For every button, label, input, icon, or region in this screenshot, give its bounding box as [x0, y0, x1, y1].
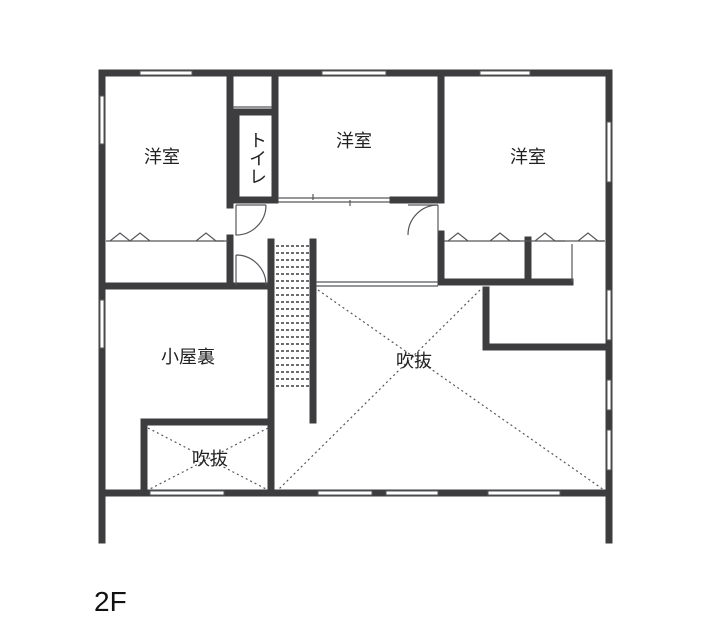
- room-label-attic: 小屋裏: [161, 347, 215, 368]
- room-label-void-large: 吹抜: [396, 351, 432, 372]
- windows: [99, 70, 612, 496]
- room-label-western-left: 洋室: [144, 147, 180, 168]
- room-label-toilet: トイレ: [246, 131, 267, 185]
- void-large-cross: [277, 289, 605, 491]
- room-label-void-small: 吹抜: [192, 449, 228, 470]
- room-label-western-right: 洋室: [510, 147, 546, 168]
- stair: [276, 245, 309, 387]
- floor-label: 2F: [94, 586, 127, 617]
- thin-details: [106, 106, 605, 287]
- room-label-western-center: 洋室: [336, 131, 372, 152]
- interior-walls: [101, 72, 610, 494]
